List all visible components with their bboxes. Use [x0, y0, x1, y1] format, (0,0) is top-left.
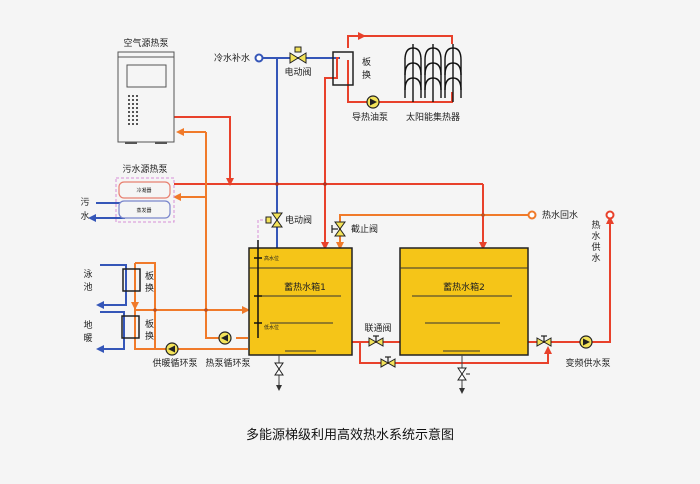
- sewage-label-1: 污: [80, 196, 89, 208]
- tank1-label: 蓄热水箱1: [284, 281, 326, 293]
- air-source-heat-pump: 空气源热泵: [117, 37, 175, 144]
- cold-water-makeup-label: 冷水补水: [214, 52, 250, 64]
- air-source-heat-pump-label: 空气源热泵: [123, 37, 168, 49]
- valve-icon: [334, 221, 346, 237]
- drain-valve-2[interactable]: [457, 355, 470, 394]
- valve-icon: [457, 367, 467, 381]
- supply-outlet-valve[interactable]: [536, 335, 552, 347]
- heating-circ-pump-label: 供暖循环泵: [152, 357, 197, 369]
- condenser-label: 冷凝器: [136, 187, 151, 194]
- condenser: [118, 181, 171, 199]
- solar-collector-label: 太阳能集热器: [406, 111, 460, 123]
- plate-exchanger-floor: 板 换: [121, 315, 154, 342]
- pool-label-2: 池: [83, 281, 92, 293]
- valve-icon: [289, 52, 307, 64]
- heat-oil-pump-label: 导热油泵: [352, 111, 388, 123]
- motor-valve-mid[interactable]: 电动阀: [265, 212, 312, 228]
- plate-exchanger-floor-label-1: 板: [145, 318, 154, 330]
- plate-exchanger-floor-label-2: 换: [145, 330, 154, 342]
- motor-valve-mid-label: 电动阀: [285, 214, 312, 226]
- drain-valve-1[interactable]: [274, 355, 284, 391]
- diagram-caption: 多能源梯级利用高效热水系统示意图: [246, 427, 454, 443]
- plate-exchanger-label-1: 板: [362, 56, 371, 68]
- floor-heating-label-2: 暖: [83, 332, 92, 344]
- solar-collector-icon: [404, 44, 462, 102]
- hot-water-return-label: 热水回水: [542, 209, 578, 221]
- sewage-heat-pump: 冷凝器 蒸发器 污水源热泵: [115, 163, 175, 223]
- pool-floor-pipe: [96, 264, 127, 353]
- sewage-heat-pump-label: 污水源热泵: [122, 163, 167, 175]
- storage-tank-2: 蓄热水箱2: [399, 247, 529, 356]
- hot-water-supply-label-2: 水: [591, 230, 600, 242]
- low-level-label: 低水位: [264, 324, 279, 331]
- hot-water-supply-label-4: 水: [591, 252, 600, 264]
- pool-label-1: 泳: [83, 268, 92, 280]
- motor-valve-top-label: 电动阀: [284, 66, 311, 78]
- cold-water-inlet: 冷水补水: [214, 52, 264, 64]
- solar-loop-pipe: [324, 32, 453, 248]
- stop-valve[interactable]: 截止阀: [331, 221, 378, 237]
- evaporator: [118, 200, 171, 219]
- motor-valve-top[interactable]: 电动阀: [284, 46, 312, 78]
- bypass-valve[interactable]: [380, 356, 396, 368]
- plate-exchanger-solar: 板 换: [332, 51, 371, 86]
- hot-water-supply-endpoint: 热 水 供 水: [591, 210, 615, 264]
- plate-exchanger-pool: 板 换: [122, 268, 154, 294]
- hot-water-supply-label-3: 供: [591, 241, 600, 253]
- outlet-circle-icon: [527, 210, 537, 220]
- heatpump-circ-pump-label: 热泵循环泵: [205, 357, 250, 369]
- solar-collector: 太阳能集热器: [404, 44, 462, 123]
- floor-heating-label-1: 地: [83, 319, 92, 331]
- plate-exchanger-pool-label-2: 换: [145, 282, 154, 294]
- high-level-label: 高水位: [264, 255, 279, 262]
- hot-water-return-endpoint: 热水回水: [527, 209, 578, 221]
- plate-exchanger-pool-label-1: 板: [145, 270, 154, 282]
- signal-dashed-lines: [257, 219, 268, 250]
- storage-tank-1: 高水位 低水位 蓄热水箱1: [248, 240, 353, 356]
- heatpump-circ-pump[interactable]: 热泵循环泵: [205, 331, 251, 369]
- heat-pump-return-pipe: [173, 128, 248, 339]
- outlet-circle-icon: [605, 210, 615, 220]
- heating-circ-pump[interactable]: 供暖循环泵: [152, 342, 198, 369]
- valve-icon: [271, 212, 283, 228]
- tank2-label: 蓄热水箱2: [443, 281, 485, 293]
- inlet-circle-icon: [254, 53, 264, 63]
- connecting-valve-label: 联通阀: [364, 323, 391, 334]
- connecting-valve[interactable]: 联通阀: [364, 323, 392, 347]
- hot-water-supply-label-1: 热: [591, 219, 600, 231]
- valve-icon: [274, 362, 284, 376]
- heat-oil-pump[interactable]: 导热油泵: [352, 95, 388, 123]
- evaporator-label: 蒸发器: [136, 207, 151, 214]
- heat-pump-supply-pipe: [174, 116, 487, 250]
- sewage-label-2: 水: [80, 210, 89, 222]
- plate-exchanger-label-2: 换: [362, 69, 371, 81]
- vfd-supply-pump-label: 变频供水泵: [565, 357, 610, 369]
- stop-valve-label: 截止阀: [351, 223, 378, 235]
- vfd-supply-pump[interactable]: 变频供水泵: [565, 335, 611, 369]
